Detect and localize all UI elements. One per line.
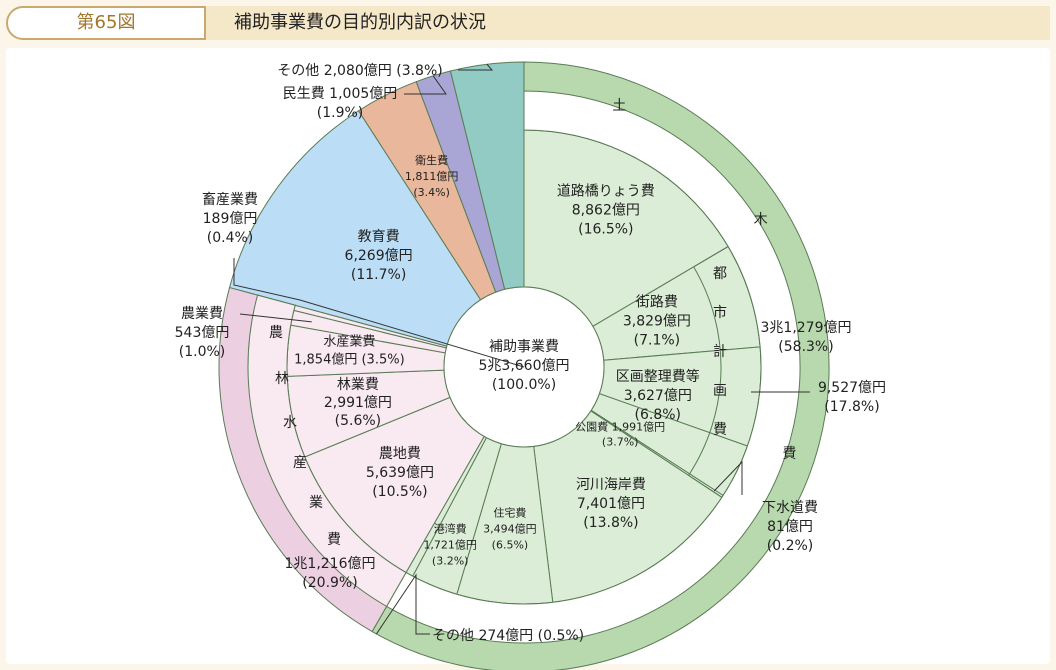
leader-doboku-other — [376, 573, 430, 635]
toshi-char-3: 画 — [713, 383, 727, 399]
label-kowan-line-2: (3.2%) — [432, 554, 469, 567]
leader-minsei — [404, 75, 447, 95]
label-kasen-line-0: 河川海岸費 — [576, 477, 646, 493]
leader-gesui — [713, 460, 743, 495]
norin-char-0: 農 — [269, 325, 283, 341]
label-dorokyo-line-1: 8,862億円 — [572, 203, 640, 219]
norin-char-4: 業 — [309, 495, 323, 511]
toshi-char-4: 費 — [713, 422, 727, 438]
label-gesui-line-0: 下水道費 — [762, 500, 818, 516]
title-bar: 補助事業費の目的別内訳の状況 — [206, 6, 1050, 40]
label-kowan-line-0: 港湾費 — [434, 521, 467, 535]
label-nogyo-line-0: 農業費 — [181, 306, 223, 322]
leader-nogyo — [239, 313, 312, 323]
toshi-char-0: 都 — [713, 266, 727, 282]
label-kasen-line-2: (13.8%) — [583, 515, 638, 531]
label-nochi-line-1: 5,639億円 — [366, 465, 434, 481]
center-label-line-1: 5兆3,660億円 — [479, 358, 570, 374]
label-jutaku-line-1: 3,494億円 — [483, 522, 537, 535]
ring-doboku-inner — [385, 90, 801, 644]
label-toshi-total-line-0: 9,527億円 — [818, 380, 886, 396]
label-jutaku-line-2: (6.5%) — [492, 538, 529, 551]
label-kyoiku-line-1: 6,269億円 — [345, 248, 413, 264]
figure-header: 第65図 補助事業費の目的別内訳の状況 — [6, 6, 1050, 42]
label-doboku-other-line-0: その他 274億円 (0.5%) — [432, 628, 584, 644]
pie-slices — [228, 61, 762, 605]
toshi-char-1: 市 — [713, 304, 727, 321]
label-kukaku-line-0: 区画整理費等 — [616, 368, 700, 385]
label-doboku-total-line-1: (58.3%) — [778, 339, 833, 355]
label-sonota-line-0: その他 2,080億円 (3.8%) — [277, 63, 442, 79]
norin-char-1: 林 — [275, 371, 289, 387]
label-kukaku-line-1: 3,627億円 — [624, 388, 692, 404]
label-minsei-line-0: 民生費 1,005億円 — [283, 86, 398, 102]
ring-norin-inner — [247, 294, 407, 608]
label-kasen-line-1: 7,401億円 — [577, 496, 645, 512]
label-nochi-line-0: 農地費 — [379, 446, 421, 462]
label-kowan-line-1: 1,721億円 — [423, 538, 477, 551]
center-label-line-0: 補助事業費 — [489, 339, 559, 355]
label-eisei-line-1: 1,811億円 — [405, 170, 459, 183]
label-norin-total-line-1: (20.9%) — [302, 575, 357, 591]
label-gairo-line-1: 3,829億円 — [623, 313, 691, 329]
group-rings — [218, 61, 830, 670]
doboku-char-2: 費 — [782, 446, 796, 462]
doboku-char-1: 木 — [754, 212, 768, 228]
label-chikusan-line-0: 畜産業費 — [202, 192, 258, 208]
label-dorokyo-line-0: 道路橋りょう費 — [557, 184, 655, 200]
label-eisei-line-2: (3.4%) — [413, 186, 450, 199]
label-ringyo-line-1: 2,991億円 — [324, 395, 392, 411]
label-dorokyo-line-2: (16.5%) — [578, 222, 633, 238]
label-kyoiku-line-0: 教育費 — [358, 229, 400, 245]
label-suisan-line-1: 1,854億円 (3.5%) — [294, 352, 405, 368]
label-gairo-line-2: (7.1%) — [634, 332, 681, 348]
label-chikusan-line-2: (0.4%) — [207, 230, 254, 246]
label-kyoiku-line-2: (11.7%) — [351, 267, 406, 283]
doboku-char-0: 土 — [612, 98, 626, 114]
label-minsei-line-1: (1.9%) — [317, 105, 364, 121]
label-gairo-line-0: 街路費 — [636, 294, 678, 310]
label-kukaku-line-2: (6.8%) — [635, 407, 682, 423]
label-norin-total-line-0: 1兆1,216億円 — [285, 556, 376, 572]
norin-char-5: 費 — [327, 532, 341, 548]
toshi-char-2: 計 — [713, 344, 727, 360]
label-ringyo-line-2: (5.6%) — [335, 413, 382, 429]
label-eisei-line-0: 衛生費 — [415, 153, 448, 167]
leader-chikusan — [233, 258, 525, 368]
norin-char-3: 産 — [293, 455, 307, 471]
label-koen-line-1: (3.7%) — [602, 436, 639, 449]
norin-char-2: 水 — [283, 415, 297, 431]
center-label-line-2: (100.0%) — [492, 377, 556, 393]
label-chikusan-line-1: 189億円 — [203, 211, 258, 227]
label-toshi-total-line-1: (17.8%) — [824, 399, 879, 415]
label-suisan-line-0: 水産業費 — [323, 334, 375, 350]
label-jutaku-line-0: 住宅費 — [493, 505, 526, 519]
label-gesui-line-2: (0.2%) — [767, 538, 814, 554]
label-doboku-total-line-0: 3兆1,279億円 — [761, 320, 852, 336]
label-nochi-line-2: (10.5%) — [372, 484, 427, 500]
leader-sonota — [458, 63, 494, 71]
label-koen-line-0: 公園費 1,991億円 — [575, 420, 665, 434]
slice-labels: 補助事業費 5兆3,660億円 (100.0%) 道路橋りょう費 8,862億円 (16.… — [175, 63, 886, 644]
label-nogyo-line-1: 543億円 — [175, 325, 230, 341]
label-nogyo-line-2: (1.0%) — [179, 344, 226, 360]
figure-number: 第65図 — [6, 6, 206, 40]
label-gesui-line-1: 81億円 — [767, 519, 813, 535]
label-ringyo-line-0: 林業費 — [337, 377, 379, 393]
figure-title: 補助事業費の目的別内訳の状況 — [234, 12, 486, 33]
leader-lines — [233, 63, 810, 635]
